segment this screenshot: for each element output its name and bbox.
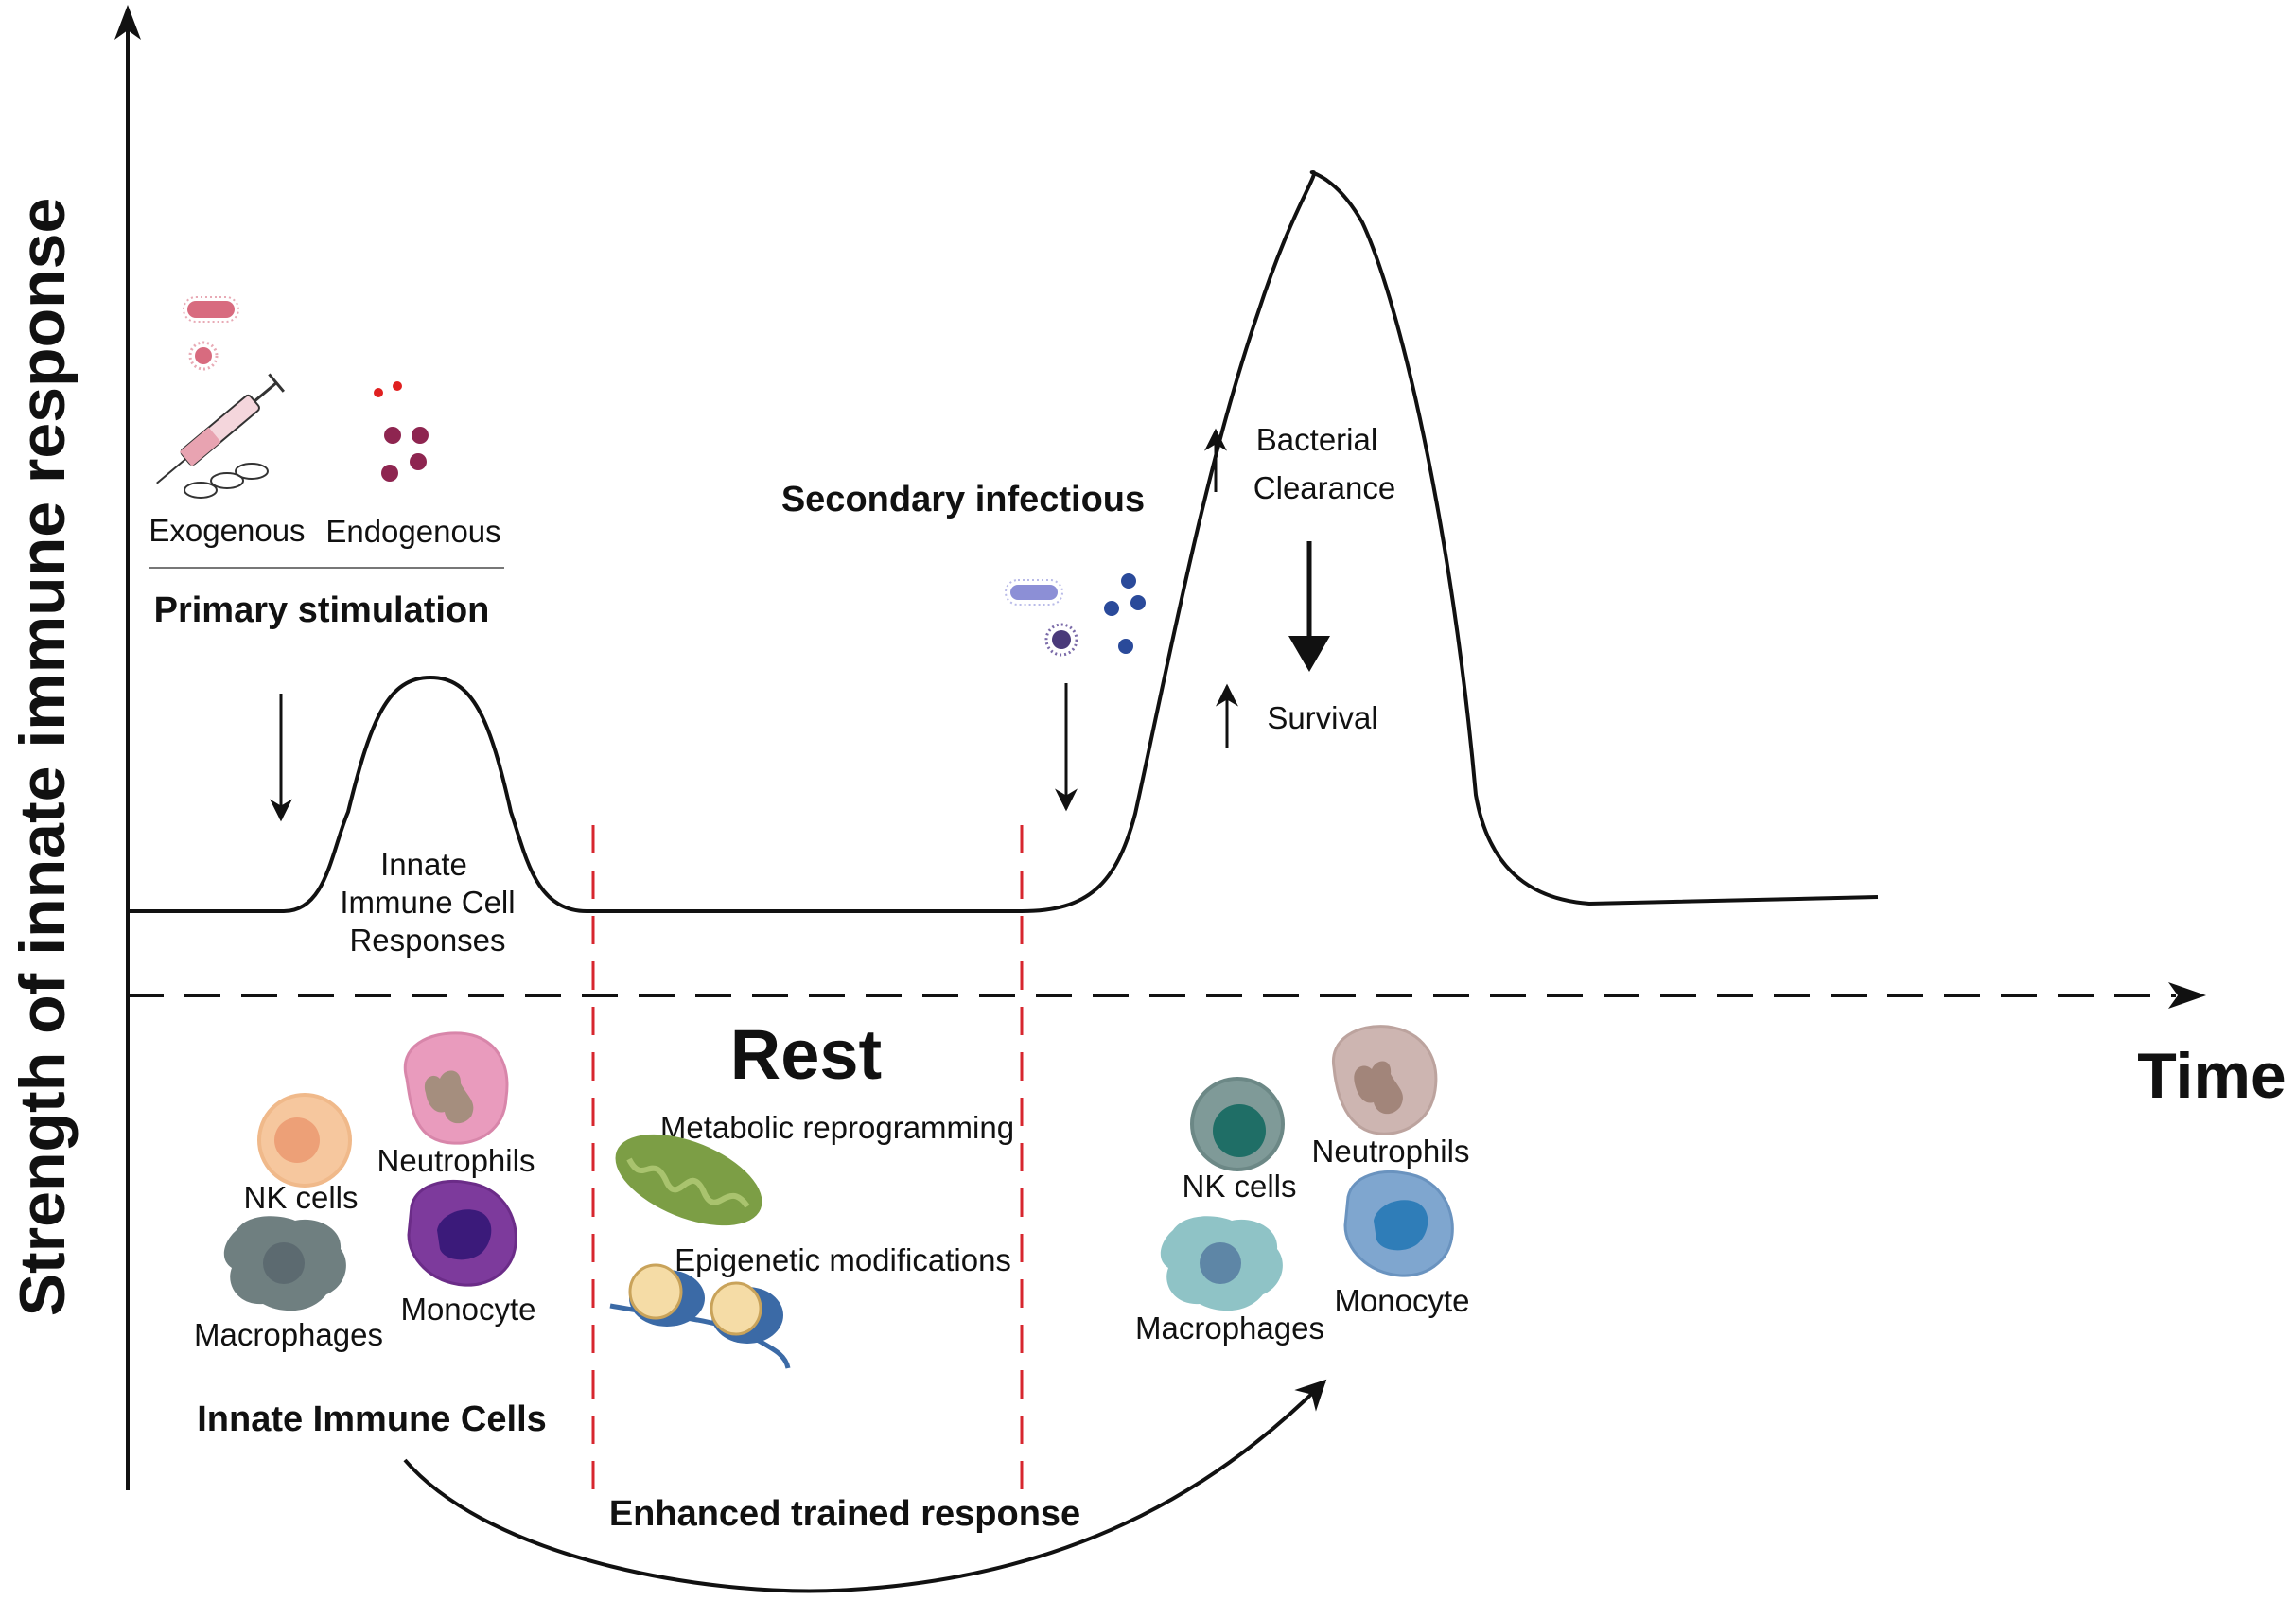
rest-title: Rest (730, 1015, 882, 1094)
macrophages-label-left: Macrophages (194, 1317, 383, 1352)
neutrophil-left (403, 1031, 509, 1145)
monocyte-label-left: Monocyte (400, 1292, 535, 1327)
bacterial-label: Bacterial (1256, 422, 1377, 457)
macrophages-label-right: Macrophages (1135, 1311, 1324, 1346)
nk-cells-label-right: NK cells (1182, 1169, 1296, 1204)
mitochondria-icon (615, 1134, 762, 1226)
nucleosome-icon (710, 1281, 783, 1344)
enhanced-response-arrow (403, 1379, 1327, 1593)
dot-endogenous (381, 465, 398, 482)
neutrophils-label-right: Neutrophils (1312, 1134, 1470, 1169)
dot-secondary (1130, 595, 1146, 610)
dot-endogenous (384, 427, 401, 444)
dot-endogenous (410, 453, 427, 470)
metabolic-reprogramming-label: Metabolic reprogramming (660, 1110, 1014, 1145)
svg-text:Innate: Innate (380, 847, 467, 882)
secondary-pathogens (1005, 573, 1146, 657)
y-axis-arrowhead (114, 5, 141, 40)
dot-secondary (1104, 601, 1119, 616)
y-axis (114, 5, 141, 1490)
secondary-infectious-title: Secondary infectious (781, 480, 1145, 519)
exogenous-stimuli (156, 296, 285, 499)
dot-secondary (1121, 573, 1136, 589)
neutrophils-label-left: Neutrophils (377, 1143, 535, 1178)
neutrophil-right (1332, 1025, 1438, 1135)
monocyte-label-right: Monocyte (1334, 1283, 1469, 1318)
macrophage-right (1160, 1216, 1283, 1311)
innate-immune-cells-title: Innate Immune Cells (197, 1399, 547, 1439)
dot-red (374, 388, 383, 397)
dna-icon (609, 1263, 791, 1369)
bacterium-icon (1005, 579, 1063, 606)
dot-secondary (1118, 639, 1133, 654)
bacterium-icon (183, 296, 239, 323)
dot-endogenous (412, 427, 429, 444)
innate-response-label: Innate Immune Cell Responses (340, 847, 515, 958)
endogenous-label: Endogenous (325, 514, 500, 549)
exogenous-label: Exogenous (149, 513, 305, 548)
x-axis-label: Time (2137, 1040, 2286, 1112)
monocyte-left (407, 1179, 517, 1287)
dot-red (393, 381, 402, 391)
syringe-icon (156, 373, 285, 484)
x-axis-arrowhead (2168, 982, 2206, 1009)
nk-cells-label-left: NK cells (243, 1180, 358, 1215)
nucleosome-icon (628, 1263, 705, 1327)
epigenetic-modifications-label: Epigenetic modifications (675, 1242, 1011, 1277)
nk-cell-left (257, 1093, 352, 1188)
y-axis-label: Strength of innate immune response (7, 198, 79, 1317)
virus-icon (188, 341, 219, 371)
clearance-to-survival-arrow (1288, 541, 1330, 672)
clearance-label: Clearance (1253, 470, 1395, 505)
response-curve (128, 169, 1879, 913)
primary-stimulation-title: Primary stimulation (154, 590, 490, 630)
svg-text:Immune Cell: Immune Cell (340, 885, 515, 920)
endogenous-stimuli (374, 381, 429, 482)
macrophage-left (223, 1216, 346, 1311)
monocyte-right (1343, 1170, 1454, 1277)
beads-icon (184, 463, 269, 499)
nk-cell-right (1190, 1077, 1285, 1171)
enhanced-trained-response-label: Enhanced trained response (609, 1494, 1080, 1534)
svg-text:Responses: Responses (349, 923, 505, 958)
survival-label: Survival (1267, 700, 1377, 735)
virus-icon (1044, 623, 1078, 657)
x-axis (128, 982, 2206, 1009)
